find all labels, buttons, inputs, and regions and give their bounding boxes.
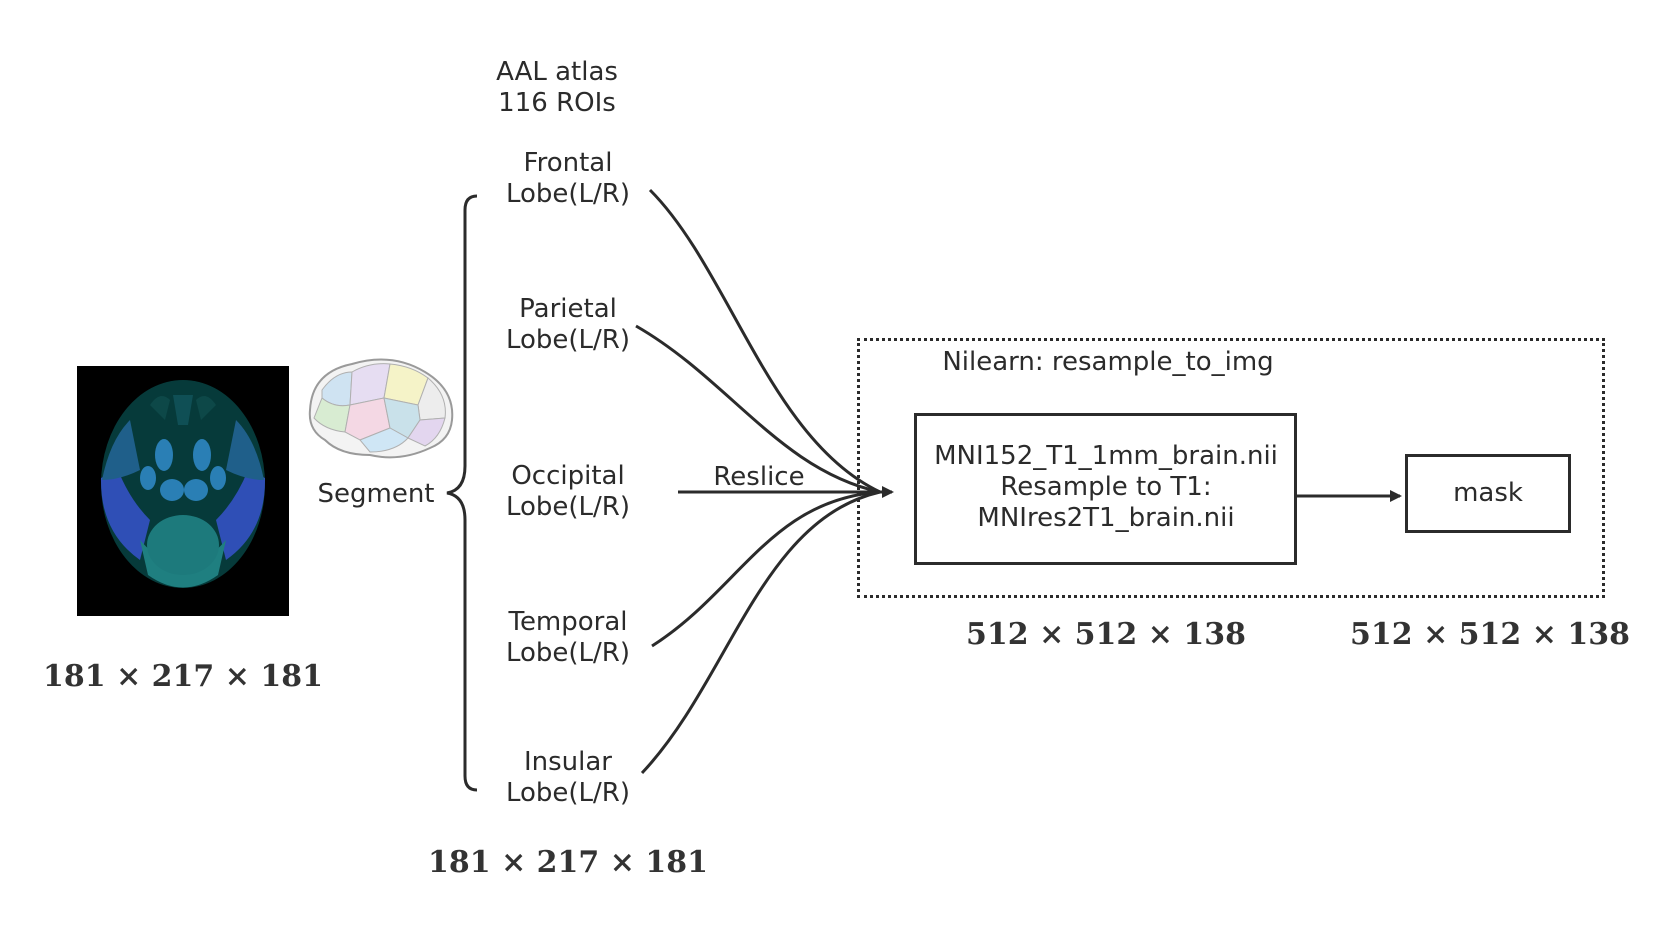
- dim-resampled: 512 × 512 × 138: [966, 617, 1246, 652]
- nilearn-label: Nilearn: resample_to_img: [942, 347, 1274, 377]
- mni-resample-box: [914, 413, 1297, 565]
- mask-label: mask: [1453, 478, 1523, 508]
- connector-temporal: [651, 490, 881, 648]
- nilearn-region: [857, 338, 1605, 598]
- mask-box: [1405, 454, 1571, 533]
- curly-brace: [446, 194, 478, 792]
- atlas-title: AAL atlas 116 ROIs: [496, 57, 618, 118]
- segment-label: Segment: [317, 479, 435, 509]
- dim-mask: 512 × 512 × 138: [1350, 617, 1630, 652]
- connector-parietal: [635, 324, 881, 494]
- connector-frontal: [648, 188, 881, 494]
- dim-lobes: 181 × 217 × 181: [428, 845, 708, 880]
- connector-insular: [640, 490, 881, 775]
- mni-box-text: MNI152_T1_1mm_brain.nii Resample to T1: …: [934, 441, 1278, 533]
- dim-input: 181 × 217 × 181: [43, 659, 323, 694]
- reslice-label: Reslice: [713, 462, 805, 492]
